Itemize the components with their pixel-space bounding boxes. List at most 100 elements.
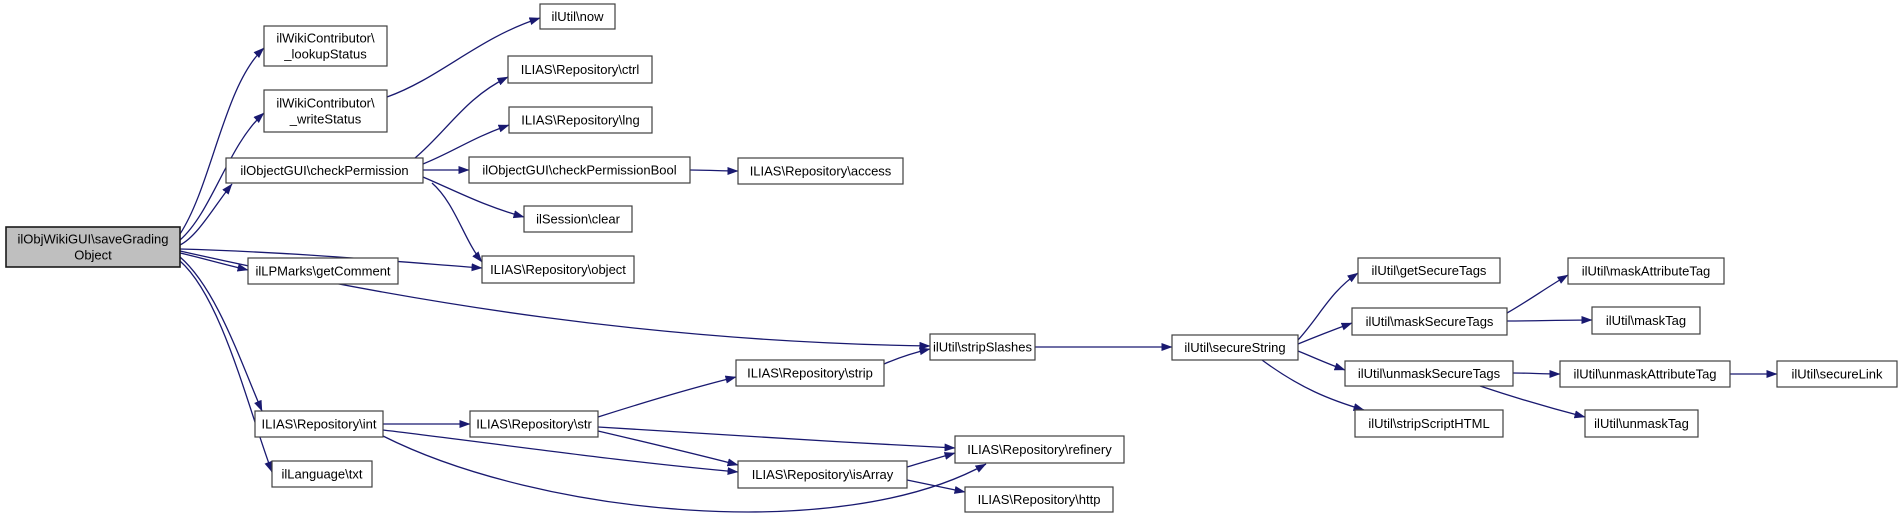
node-label-http: ILIAS\Repository\http [978,492,1101,507]
node-unmaskAttributeTag[interactable]: ilUtil\unmaskAttributeTag [1559,360,1731,388]
node-label-unmaskAttributeTag: ilUtil\unmaskAttributeTag [1573,367,1716,382]
node-box-str[interactable] [469,410,599,438]
edge-checkPermission-to-ctrl [414,76,509,159]
node-box-unmaskTag[interactable] [1584,409,1699,438]
node-box-ctrl[interactable] [507,55,653,84]
node-box-secureString[interactable] [1171,334,1299,361]
node-box-http[interactable] [964,486,1114,513]
node-box-int[interactable] [254,410,384,438]
node-isArray[interactable]: ILIAS\Repository\isArray [737,460,908,489]
node-box-lng[interactable] [508,106,653,134]
node-box-saveGradingObject[interactable] [5,226,181,268]
node-box-secureLink[interactable] [1776,360,1898,388]
edge-maskSecureTags-to-maskAttributeTag [1506,274,1569,314]
node-label-maskAttributeTag: ilUtil\maskAttributeTag [1582,264,1711,279]
node-stripSlashes[interactable]: ilUtil\stripSlashes [929,333,1036,361]
node-label-now: ilUtil\now [551,9,604,24]
node-unmaskTag[interactable]: ilUtil\unmaskTag [1584,409,1699,438]
node-label-stripScriptHTML: ilUtil\stripScriptHTML [1368,416,1489,431]
node-label-access: ILIAS\Repository\access [750,164,892,179]
node-label-secureLink: ilUtil\secureLink [1791,367,1883,382]
edge-str-to-refinery [597,426,956,452]
edge-isArray-to-http [906,479,966,494]
node-int[interactable]: ILIAS\Repository\int [254,410,384,438]
node-box-now[interactable] [539,3,616,30]
edge-secureString-to-unmaskSecureTags [1297,350,1346,371]
node-checkPermissionBool[interactable]: ilObjectGUI\checkPermissionBool [468,156,691,184]
node-label-stripSlashes: ilUtil\stripSlashes [933,340,1032,355]
node-strip[interactable]: ILIAS\Repository\strip [735,359,885,387]
node-label-unmaskTag: ilUtil\unmaskTag [1594,416,1689,431]
node-str[interactable]: ILIAS\Repository\str [469,410,599,438]
node-box-unmaskAttributeTag[interactable] [1559,360,1731,388]
edge-unmaskSecureTags-to-unmaskAttributeTag [1512,369,1561,378]
node-box-stripScriptHTML[interactable] [1354,409,1504,438]
node-unmaskSecureTags[interactable]: ilUtil\unmaskSecureTags [1344,360,1514,387]
node-now[interactable]: ilUtil\now [539,3,616,30]
edge-str-to-strip [597,375,737,418]
edge-saveGradingObject-to-getComment [179,252,249,272]
node-label-getComment: ilLPMarks\getComment [255,264,390,279]
node-maskTag[interactable]: ilUtil\maskTag [1591,306,1701,335]
edge-int-to-isArray [382,429,739,476]
node-maskSecureTags[interactable]: ilUtil\maskSecureTags [1351,307,1508,336]
node-getSecureTags[interactable]: ilUtil\getSecureTags [1357,257,1501,284]
node-checkPermission[interactable]: ilObjectGUI\checkPermission [225,157,424,184]
node-getComment[interactable]: ilLPMarks\getComment [247,257,399,285]
node-txt[interactable]: ilLanguage\txt [271,460,373,488]
node-label-strip: ILIAS\Repository\strip [747,366,873,381]
node-label-maskTag: ilUtil\maskTag [1606,313,1686,328]
edge-isArray-to-refinery [906,452,956,468]
node-label-refinery: ILIAS\Repository\refinery [967,442,1112,457]
node-box-lookupStatus[interactable] [263,25,388,67]
node-label-getSecureTags: ilUtil\getSecureTags [1372,263,1487,278]
node-box-writeStatus[interactable] [263,89,388,133]
node-label-saveGradingObject-line2: Object [74,248,112,263]
node-box-checkPermissionBool[interactable] [468,156,691,184]
node-box-stripSlashes[interactable] [929,333,1036,361]
edge-int-to-refinery [382,435,987,513]
node-secureString[interactable]: ilUtil\secureString [1171,334,1299,361]
node-maskAttributeTag[interactable]: ilUtil\maskAttributeTag [1567,257,1725,285]
edge-secureString-to-stripScriptHTML [1261,359,1365,411]
node-box-maskTag[interactable] [1591,306,1701,335]
node-access[interactable]: ILIAS\Repository\access [737,157,904,185]
node-http[interactable]: ILIAS\Repository\http [964,486,1114,513]
node-ctrl[interactable]: ILIAS\Repository\ctrl [507,55,653,84]
node-refinery[interactable]: ILIAS\Repository\refinery [954,435,1125,464]
node-box-txt[interactable] [271,460,373,488]
edge-checkPermission-to-object [431,182,483,263]
node-writeStatus[interactable]: ilWikiContributor\_writeStatus [263,89,388,133]
node-label-str: ILIAS\Repository\str [476,417,592,432]
node-box-object[interactable] [481,255,635,284]
node-box-maskSecureTags[interactable] [1351,307,1508,336]
edge-saveGradingObject-to-int [179,256,263,412]
node-secureLink[interactable]: ilUtil\secureLink [1776,360,1898,388]
node-label-checkPermission: ilObjectGUI\checkPermission [240,163,408,178]
node-box-unmaskSecureTags[interactable] [1344,360,1514,387]
node-box-access[interactable] [737,157,904,185]
edge-str-to-isArray [597,430,739,467]
edge-maskSecureTags-to-maskTag [1506,316,1593,325]
node-stripScriptHTML[interactable]: ilUtil\stripScriptHTML [1354,409,1504,438]
node-box-isArray[interactable] [737,460,908,489]
node-box-checkPermission[interactable] [225,157,424,184]
node-object[interactable]: ILIAS\Repository\object [481,255,635,284]
node-label-int: ILIAS\Repository\int [262,417,377,432]
edge-secureString-to-getSecureTags [1297,272,1359,341]
node-lng[interactable]: ILIAS\Repository\lng [508,106,653,134]
node-label-checkPermissionBool: ilObjectGUI\checkPermissionBool [482,163,676,178]
node-box-maskAttributeTag[interactable] [1567,257,1725,285]
node-label-lng: ILIAS\Repository\lng [521,113,640,128]
node-lookupStatus[interactable]: ilWikiContributor\_lookupStatus [263,25,388,67]
node-box-strip[interactable] [735,359,885,387]
node-label-saveGradingObject-line1: ilObjWikiGUI\saveGrading [18,232,169,247]
edge-writeStatus-to-now [386,17,541,98]
node-box-clear[interactable] [523,205,633,233]
node-box-refinery[interactable] [954,435,1125,464]
node-box-getComment[interactable] [247,257,399,285]
node-box-getSecureTags[interactable] [1357,257,1501,284]
node-clear[interactable]: ilSession\clear [523,205,633,233]
